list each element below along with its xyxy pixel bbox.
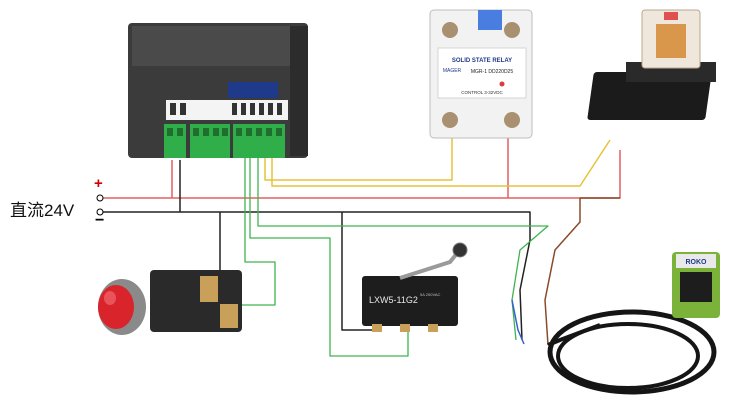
negative-terminal-dot — [96, 208, 104, 216]
limit-switch-roller — [452, 242, 468, 258]
negative-to-limit-switch — [341, 212, 372, 331]
ssr-label-panel — [437, 47, 527, 99]
green-signal-to-button — [240, 158, 276, 306]
limit-switch-terminal-1 — [372, 324, 382, 332]
terminal-screws — [167, 128, 282, 136]
limit-switch-body — [362, 276, 458, 326]
negative-rail — [103, 211, 531, 341]
ssr-title: SOLID STATE RELAY — [452, 58, 512, 64]
ssr-screw-top-left — [442, 22, 458, 38]
limit-switch-model: LXW5-11G2 — [369, 295, 418, 305]
controller-label-strip — [166, 100, 288, 120]
ssr-screw-top-right — [504, 22, 520, 38]
button-cap-highlight — [104, 291, 116, 305]
limit-switch-terminal-3 — [428, 324, 438, 332]
wires — [103, 135, 621, 357]
sensor-face — [680, 272, 712, 302]
controller-connector-port — [228, 82, 278, 98]
push-button — [98, 270, 242, 335]
relay-socket-base — [587, 72, 712, 120]
negative-polarity-label: − — [95, 212, 105, 229]
solid-state-relay: SOLID STATE RELAY MAGER MGR-1 DD220D25 C… — [429, 9, 533, 139]
ssr-indicator-led — [499, 81, 505, 87]
power-supply-label: 直流24V — [10, 201, 75, 220]
sensor-cable-coil-outer — [547, 309, 717, 395]
green-signal-to-limit-switch — [249, 158, 409, 357]
sensor-label — [676, 254, 716, 268]
red-button-cap — [98, 285, 134, 329]
sensor-cable-lead — [547, 323, 601, 347]
relay-coil — [656, 24, 686, 58]
ssr-screw-bottom-right — [504, 112, 520, 128]
controller-top-face — [132, 26, 304, 66]
electromagnetic-relay — [587, 9, 716, 120]
limit-switch-rating: 5A 250VAC — [420, 292, 440, 297]
ssr-control-rating: CONTROL 3-32VDC — [461, 90, 503, 95]
relay-top-indicator — [664, 12, 678, 20]
brown-sensor-wire — [544, 197, 620, 346]
controller-module — [128, 23, 308, 158]
positive-terminal-dot — [96, 194, 104, 202]
terminal-numbers — [170, 103, 282, 115]
limit-switch: LXW5-11G2 5A 250VAC — [362, 242, 468, 332]
limit-switch-lever — [399, 250, 460, 280]
yellow-signal-to-ssr — [264, 135, 453, 181]
controller-side-shade — [290, 26, 308, 156]
ssr-top-terminal-cover — [478, 10, 502, 30]
ssr-screw-bottom-left — [442, 112, 458, 128]
button-terminal-right — [220, 304, 238, 328]
limit-switch-terminal-2 — [400, 324, 410, 332]
ssr-model: MGR-1 DD220D25 — [471, 69, 513, 75]
sensor-cable-coil-inner — [556, 322, 700, 390]
ssr-brand: MAGER — [443, 68, 462, 74]
button-terminal-left — [200, 276, 218, 302]
button-contact-block — [150, 270, 242, 332]
positive-polarity-label: + — [94, 175, 103, 192]
proximity-sensor: ROKO — [547, 252, 720, 395]
sensor-brand: ROKO — [686, 259, 708, 266]
yellow-signal-to-relay — [271, 139, 611, 187]
blue-sensor-wire — [511, 299, 525, 345]
